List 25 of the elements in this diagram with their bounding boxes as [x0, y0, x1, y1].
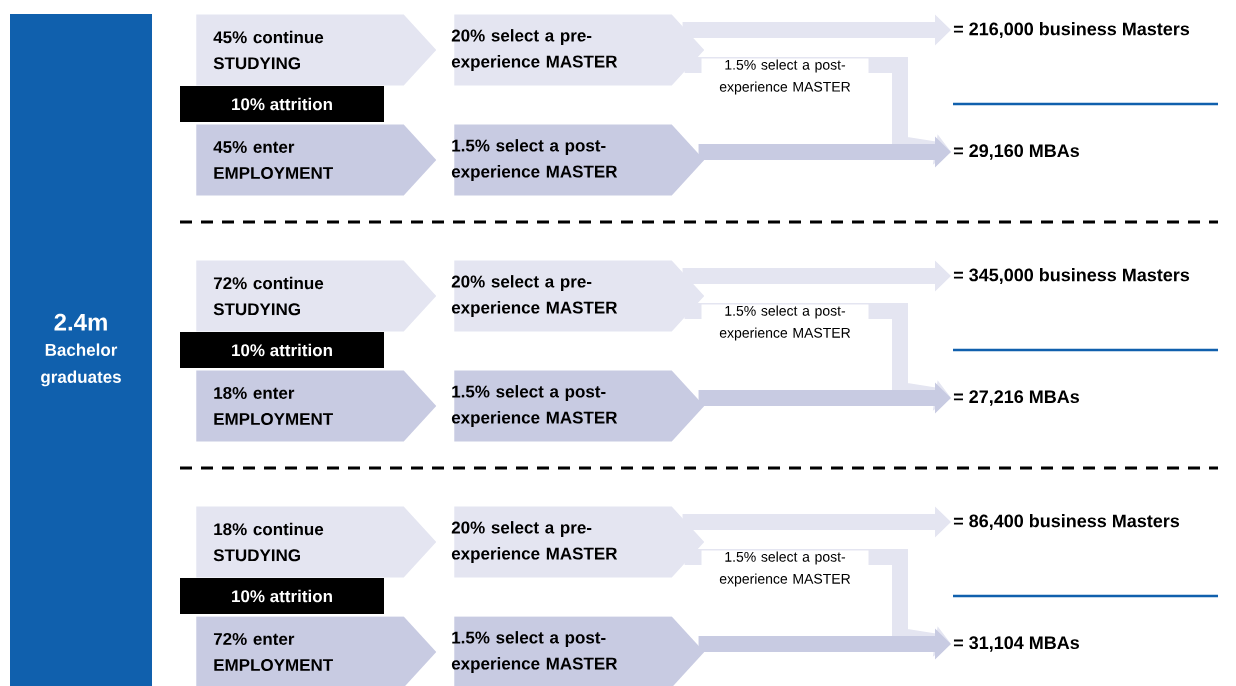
attrition-box: 10% attrition: [180, 332, 384, 368]
chevron-box: 20% select a pre-experience MASTER: [451, 260, 705, 332]
chevron-box: 1.5% select a post-experience MASTER: [451, 370, 705, 442]
chevron-box: 20% select a pre-experience MASTER: [451, 506, 705, 578]
chevron-box: 18% enter EMPLOYMENT: [196, 370, 437, 442]
result-text: = 345,000 business Masters: [953, 268, 1190, 284]
result-text: = 216,000 business Masters: [953, 22, 1190, 38]
chevron-box: 1.5% select a post-experience MASTER: [451, 124, 705, 196]
graduates-box: 2.4m Bachelor graduates: [10, 14, 152, 686]
chevron-box: 18% continue STUDYING: [196, 506, 437, 578]
result-text: = 86,400 business Masters: [953, 514, 1180, 530]
attrition-box: 10% attrition: [180, 578, 384, 614]
chevron-box: 45% enter EMPLOYMENT: [196, 124, 437, 196]
chevron-box: 72% continue STUDYING: [196, 260, 437, 332]
attrition-box: 10% attrition: [180, 86, 384, 122]
edge-label: 1.5% select a post-experience MASTER: [701, 550, 869, 588]
result-text: = 29,160 MBAs: [953, 144, 1079, 160]
chevron-box: 1.5% select a post-experience MASTER: [451, 616, 705, 686]
result-text: = 31,104 MBAs: [953, 636, 1079, 652]
chevron-box: 45% continue STUDYING: [196, 14, 437, 86]
edge-label: 1.5% select a post-experience MASTER: [701, 58, 869, 96]
result-text: = 27,216 MBAs: [953, 390, 1079, 406]
edge-label: 1.5% select a post-experience MASTER: [701, 304, 869, 342]
chevron-box: 20% select a pre-experience MASTER: [451, 14, 705, 86]
chevron-box: 72% enter EMPLOYMENT: [196, 616, 437, 686]
